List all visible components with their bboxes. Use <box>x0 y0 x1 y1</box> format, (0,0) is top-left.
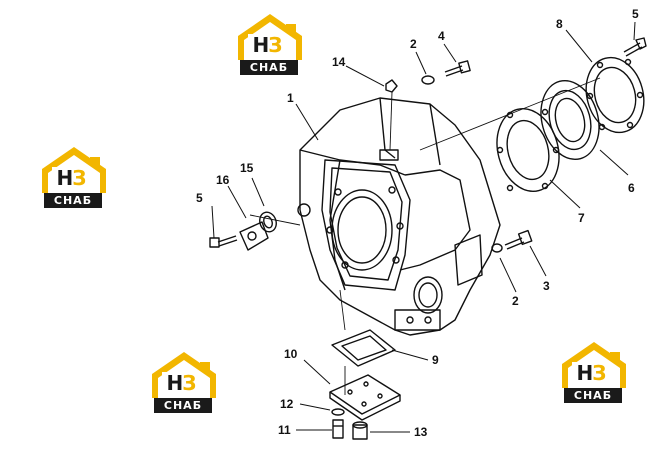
callout-6: 6 <box>628 181 635 195</box>
logo-letters: Н <box>56 166 74 190</box>
plate-10 <box>329 374 401 421</box>
callout-4: 4 <box>438 29 445 43</box>
washer-2-right <box>491 243 503 253</box>
logo-roof-icon <box>562 342 626 388</box>
gasket-15 <box>259 211 277 233</box>
callout-labels: 1 2 2 3 4 5 5 6 7 8 9 10 11 12 13 14 15 … <box>196 7 639 439</box>
seal-plate-6 <box>540 79 600 161</box>
gasket-9 <box>331 329 396 367</box>
callout-3: 3 <box>543 279 550 293</box>
callout-1: 1 <box>287 91 294 105</box>
logo-accent-letter: З <box>72 166 86 190</box>
logo-accent-letter: З <box>592 361 606 385</box>
logo-subtitle: СНАБ <box>564 388 622 403</box>
callout-2-top: 2 <box>410 37 417 51</box>
callout-15: 15 <box>240 161 254 175</box>
washer-2-top <box>421 75 435 85</box>
logo-roof-icon <box>42 147 106 193</box>
logo-accent-letter: З <box>182 371 196 395</box>
brand-logo-bottom-right: НЗ СНАБ <box>562 342 626 404</box>
cover-16 <box>239 221 269 251</box>
brand-logo-left: НЗ СНАБ <box>42 147 106 209</box>
callout-7: 7 <box>578 211 585 225</box>
logo-letters: Н <box>166 371 184 395</box>
callout-8: 8 <box>556 17 563 31</box>
callout-9: 9 <box>432 353 439 367</box>
logo-letters: Н <box>576 361 594 385</box>
bolt-3 <box>504 229 533 250</box>
logo-subtitle: СНАБ <box>154 398 212 413</box>
brand-logo-bottom-left: НЗ СНАБ <box>152 352 216 414</box>
gasket-7 <box>496 107 560 193</box>
bolt-4 <box>444 60 471 77</box>
callout-5-left: 5 <box>196 191 203 205</box>
bolt-5-left <box>209 235 238 248</box>
callout-12: 12 <box>280 397 294 411</box>
nut-14 <box>385 79 398 93</box>
bolt-11 <box>332 419 344 439</box>
logo-subtitle: СНАБ <box>44 193 102 208</box>
plug-13 <box>352 421 368 440</box>
callout-2-right: 2 <box>512 294 519 308</box>
leader-lines <box>211 21 636 433</box>
bolt-5-top <box>623 37 647 57</box>
logo-roof-icon <box>152 352 216 398</box>
callout-14: 14 <box>332 55 346 69</box>
callout-11: 11 <box>278 423 291 437</box>
cover-8 <box>585 56 645 134</box>
logo-subtitle: СНАБ <box>240 60 298 75</box>
brand-logo-top: НЗ СНАБ <box>238 14 302 76</box>
washer-12 <box>331 408 345 416</box>
callout-5-top: 5 <box>632 7 639 21</box>
logo-roof-icon <box>238 14 302 60</box>
logo-accent-letter: З <box>268 33 282 57</box>
flywheel-housing <box>297 97 501 336</box>
callout-10: 10 <box>284 347 298 361</box>
logo-letters: Н <box>252 33 270 57</box>
callout-13: 13 <box>414 425 428 439</box>
callout-16: 16 <box>216 173 230 187</box>
